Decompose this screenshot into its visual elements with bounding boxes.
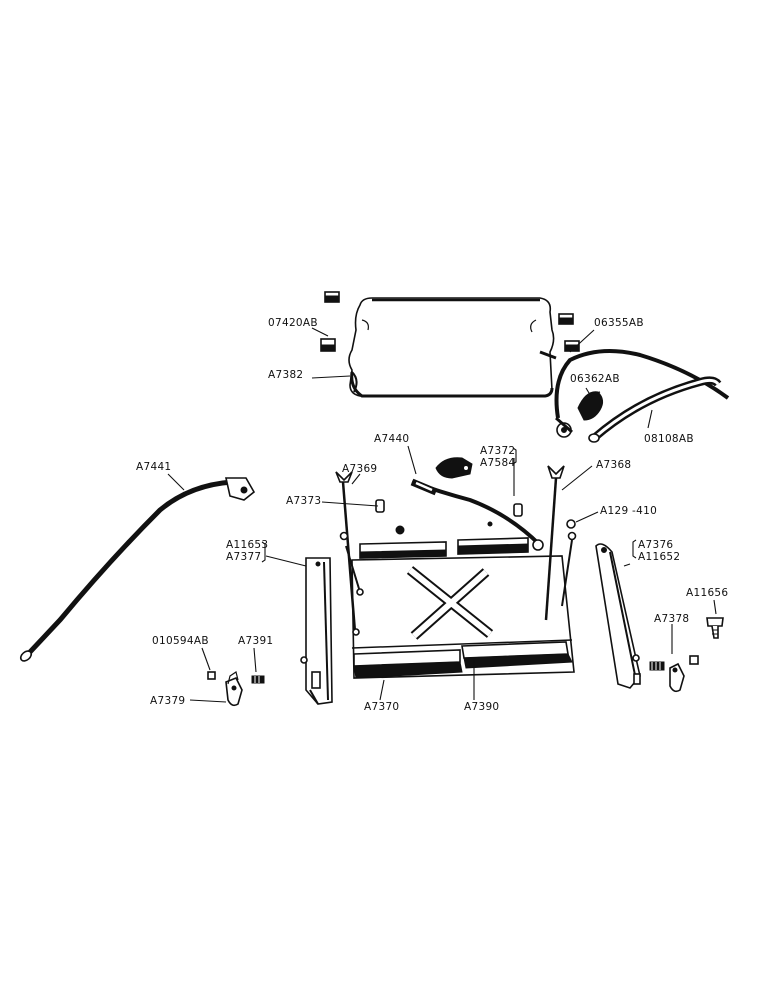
label-A7369: A7369 [342, 463, 377, 475]
label-A7440: A7440 [374, 433, 409, 445]
label-A7378: A7378 [654, 613, 689, 625]
label-A7382: A7382 [268, 369, 303, 381]
label-A7390: A7390 [464, 701, 499, 713]
pad-part [320, 291, 580, 352]
ground-cable-part [539, 349, 730, 438]
label-A11653: A11653 [226, 539, 268, 551]
wing-nut-part [335, 465, 577, 541]
label-A7379: A7379 [150, 695, 185, 707]
label-08108AB: 08108AB [644, 433, 694, 445]
hold-down-rod-part [341, 477, 573, 636]
right-side-bracket-part [595, 543, 641, 689]
clip-left-part [207, 671, 265, 707]
label-A11652: A11652 [638, 551, 680, 563]
label-A129-410: A129 -410 [600, 505, 657, 517]
label-A7377: A7377 [226, 551, 261, 563]
battery-cover-part [348, 297, 555, 398]
small-fitting-part [375, 499, 576, 535]
label-06355AB: 06355AB [594, 317, 644, 329]
label-A7441: A7441 [136, 461, 171, 473]
left-side-bracket-part [300, 557, 333, 705]
label-010594AB: 010594AB [152, 635, 209, 647]
clip-right-part [649, 655, 699, 693]
leader-lines [167, 327, 717, 703]
part-labels: 07420AB 06355AB A7382 06362AB 08108AB A7… [136, 317, 728, 713]
label-A7584: A7584 [480, 457, 515, 469]
label-A7368: A7368 [596, 459, 631, 471]
bolt-part [706, 617, 724, 639]
hose-strap-part [588, 376, 722, 443]
battery-cable-short-part [410, 478, 544, 551]
battery-tray-part [351, 537, 575, 679]
label-06362AB: 06362AB [570, 373, 620, 385]
battery-cable-part [19, 477, 256, 662]
label-A7391: A7391 [238, 635, 273, 647]
label-A7376: A7376 [638, 539, 673, 551]
label-07420AB: 07420AB [268, 317, 318, 329]
label-A11656: A11656 [686, 587, 728, 599]
label-A7372: A7372 [480, 445, 515, 457]
terminal-clamp-part [435, 457, 473, 479]
label-A7373: A7373 [286, 495, 321, 507]
label-A7370: A7370 [364, 701, 399, 713]
